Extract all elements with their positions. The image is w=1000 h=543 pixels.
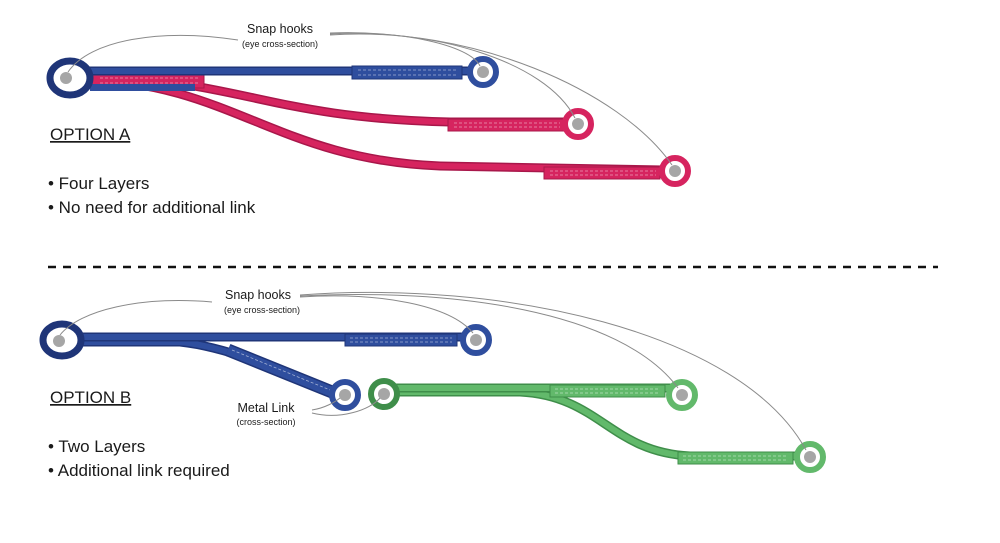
option-b-pointer-green-upper [299, 293, 679, 389]
option-a-callout-title: Snap hooks [247, 22, 313, 36]
option-b-callout-subtitle: (eye cross-section) [224, 305, 300, 315]
metal-link-title: Metal Link [238, 401, 296, 415]
option-a-left-eye [46, 57, 94, 99]
option-b-green-eye-upper [666, 379, 698, 411]
option-a-heading: OPTION A [50, 125, 131, 144]
option-a-pink-sewn-end-lower [543, 166, 661, 180]
option-a-bullet-1: • Four Layers [48, 174, 149, 193]
option-b-pointer-left [59, 300, 213, 336]
metal-link-subtitle: (cross-section) [236, 417, 295, 427]
option-b-pointer-green-lower [299, 291, 807, 451]
option-b-bullet-2: • Additional link required [48, 461, 230, 480]
option-b-left-pin [53, 335, 65, 347]
option-b-link-pointer-right [311, 397, 381, 416]
option-a-blue-eye [467, 56, 499, 88]
option-b-green-strand-lower [390, 387, 805, 461]
option-b-blue-eye [460, 324, 492, 356]
option-b-green-left-pin [378, 388, 390, 400]
option-b-pointer-blue [299, 295, 474, 334]
option-a-pointer-blue [329, 32, 481, 67]
option-a-pink-eye-lower [659, 155, 691, 187]
option-b-green-eye-lower [794, 441, 826, 473]
option-b-bullet-1: • Two Layers [48, 437, 145, 456]
option-b-blue-pin [470, 334, 482, 346]
option-b-left-eye [39, 320, 85, 360]
option-a-blue-pin [477, 66, 489, 78]
option-a-pink-pin-lower [669, 165, 681, 177]
option-b-green-sewn-end-lower [677, 451, 794, 465]
option-a-pointer-pink-lower [329, 33, 673, 166]
option-b-callout-title: Snap hooks [225, 288, 291, 302]
option-a-pointer-left [67, 34, 239, 73]
option-b-metal-link-eye [329, 379, 361, 411]
option-b-section: Snap hooks (eye cross-section) Metal Lin… [39, 288, 826, 480]
option-a-pink-sewn-end-middle [447, 118, 565, 132]
option-a-blue-sewn-end [351, 65, 463, 80]
option-a-blue-underlay [90, 84, 195, 91]
option-a-callout-subtitle: (eye cross-section) [242, 39, 318, 49]
option-b-green-sewn-end-upper [549, 384, 666, 398]
option-a-left-pin [60, 72, 72, 84]
option-a-pink-eye-middle [562, 108, 594, 140]
option-b-heading: OPTION B [50, 388, 131, 407]
option-a-section: Snap hooks (eye cross-section) OPTION A … [46, 22, 691, 217]
option-a-pink-pin-middle [572, 118, 584, 130]
option-b-blue-sewn-end [344, 333, 458, 347]
option-b-green-pin-lower [804, 451, 816, 463]
option-b-green-pin-upper [676, 389, 688, 401]
option-b-link-pointer-left [311, 397, 341, 411]
option-a-bullet-2: • No need for additional link [48, 198, 256, 217]
option-b-metal-link-pin [339, 389, 351, 401]
